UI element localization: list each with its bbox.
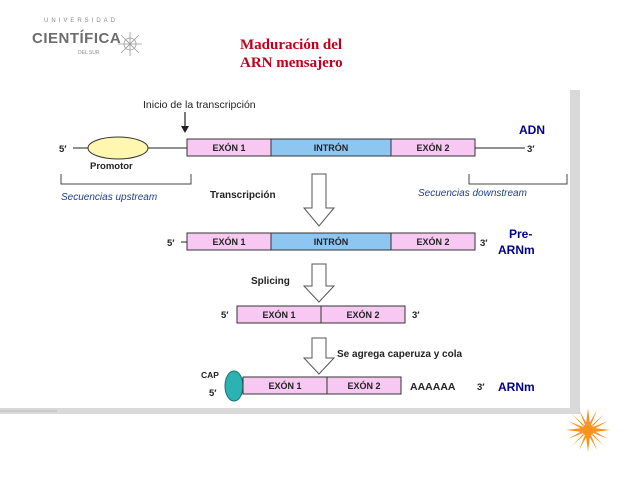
pre-arnm-label-2: ARNm	[498, 243, 535, 257]
sun-icon	[566, 408, 610, 452]
dna-intron-label: INTRÓN	[314, 142, 349, 153]
transcription-arrow-icon	[302, 173, 336, 227]
title-line-1: Maduración del	[240, 37, 343, 53]
left-divider	[0, 410, 57, 412]
spliced-3prime: 3′	[412, 310, 420, 321]
cap-ellipse	[224, 370, 244, 402]
mature-exon1-label: EXÓN 1	[268, 380, 301, 391]
dna-5prime: 5′	[59, 144, 67, 155]
logo-text-cientifica: CIENTÍFICA	[32, 30, 122, 47]
adn-label: ADN	[519, 123, 545, 137]
page-title: Maduración del ARN mensajero	[240, 36, 440, 72]
spliced-exon1-label: EXÓN 1	[262, 309, 295, 320]
dna-exon1-label: EXÓN 1	[212, 142, 245, 153]
frame-shadow-bottom	[0, 408, 580, 414]
title-line-2: ARN mensajero	[240, 55, 343, 71]
start-arrow-head	[181, 126, 189, 133]
transcription-start-label: Inicio de la transcripción	[143, 99, 256, 111]
upstream-bracket	[60, 174, 192, 185]
mrna-maturation-diagram: Inicio de la transcripción ADN 5′ Promot…	[59, 99, 568, 402]
pre-intron-label: INTRÓN	[314, 236, 349, 247]
downstream-bracket	[468, 174, 568, 185]
transcription-label: Transcripción	[210, 190, 276, 201]
spliced-exon2	[320, 305, 406, 324]
promotor-label: Promotor	[90, 161, 133, 172]
dna-exon2-label: EXÓN 2	[416, 142, 449, 153]
spliced-exon2-label: EXÓN 2	[346, 309, 379, 320]
splicing-label: Splicing	[251, 276, 290, 287]
upstream-label: Secuencias upstream	[61, 192, 157, 203]
mature-5prime: 5′	[209, 388, 217, 399]
spliced-5prime: 5′	[221, 310, 229, 321]
cap-label: CAP	[201, 370, 219, 380]
capping-label: Se agrega caperuza y cola	[337, 349, 463, 360]
pre-5prime: 5′	[167, 238, 175, 249]
dna-3prime: 3′	[527, 144, 535, 155]
pre-exon2	[390, 232, 476, 251]
university-logo: UNIVERSIDAD CIENTÍFICA DEL SUR	[20, 18, 150, 66]
splicing-arrow-icon	[302, 263, 336, 303]
frame-shadow-right	[570, 90, 580, 412]
mature-3prime: 3′	[477, 382, 485, 393]
pre-exon2-label: EXÓN 2	[416, 236, 449, 247]
promotor-ellipse	[87, 136, 149, 160]
pre-exon1-label: EXÓN 1	[212, 236, 245, 247]
capping-arrow-icon	[302, 337, 336, 375]
downstream-label: Secuencias downstream	[418, 188, 527, 199]
polya-tail-label: AAAAAA	[410, 381, 456, 393]
pre-arnm-label-1: Pre-	[509, 227, 532, 241]
arnm-label: ARNm	[498, 380, 535, 394]
logo-text-del-sur: DEL SUR	[78, 50, 100, 56]
pre-3prime: 3′	[480, 238, 488, 249]
mature-exon2	[326, 376, 402, 395]
logo-star-icon	[118, 32, 142, 56]
logo-text-universidad: UNIVERSIDAD	[44, 18, 119, 24]
mature-exon2-label: EXÓN 2	[347, 380, 380, 391]
